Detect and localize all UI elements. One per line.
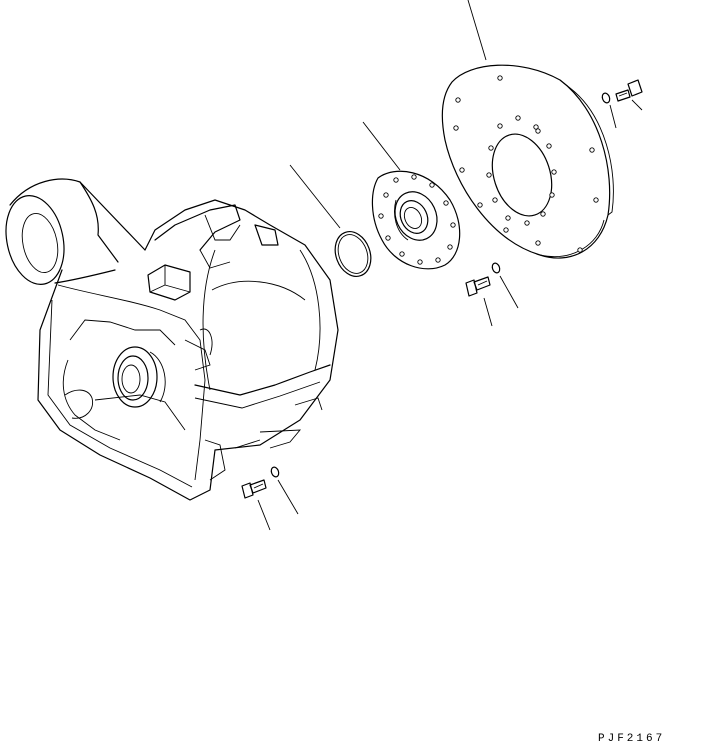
washer-upper: [601, 92, 611, 104]
drawing-code: PJF2167: [598, 733, 666, 745]
bolt-upper: [616, 80, 642, 101]
bolt-middle: [466, 277, 490, 296]
transmission-housing: [0, 179, 338, 500]
leader-lines: [258, 0, 642, 530]
washer-middle: [491, 262, 501, 274]
flex-plate: [442, 65, 613, 258]
o-ring: [329, 227, 377, 282]
bolt-lower: [242, 480, 266, 498]
washer-lower: [270, 466, 280, 478]
seal-adapter-plate: [372, 171, 459, 269]
